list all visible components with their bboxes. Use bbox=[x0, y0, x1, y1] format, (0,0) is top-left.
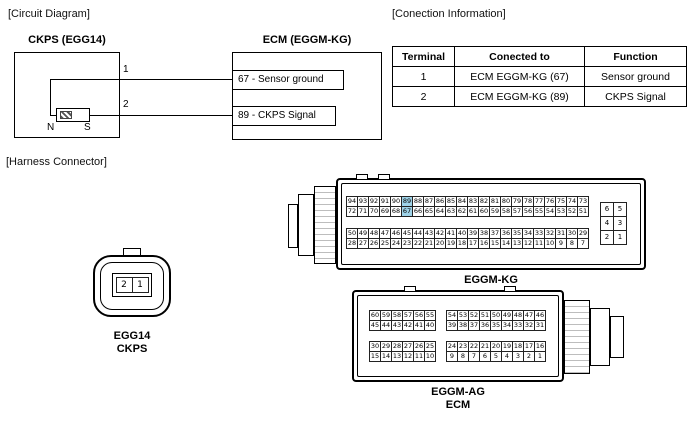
ecm-box bbox=[232, 52, 382, 140]
pin-10: 10 bbox=[424, 351, 436, 362]
pin-1: 1 bbox=[613, 230, 627, 245]
wire-1-number: 1 bbox=[123, 64, 129, 75]
south-pole-label: S bbox=[84, 122, 91, 133]
connection-table: Terminal Conected to Function 1 ECM EGGM… bbox=[392, 46, 687, 107]
egg14-type-label: CKPS bbox=[116, 343, 148, 355]
eggm-ag-bracket-ribbed bbox=[564, 300, 590, 374]
eggm-kg-bracket-flange bbox=[288, 204, 298, 248]
eggm-ag-top-notch bbox=[504, 286, 516, 292]
eggm-kg-name-label: EGGM-KG bbox=[464, 274, 518, 286]
ckps-magnet-symbol bbox=[60, 111, 72, 119]
eggm-kg-bracket-ribbed bbox=[314, 186, 336, 264]
pin-7: 7 bbox=[577, 238, 589, 249]
terminal-cell: 1 bbox=[392, 66, 455, 87]
connected-to-cell: ECM EGGM-KG (89) bbox=[454, 86, 585, 107]
eggm-ag-bracket-mid bbox=[590, 308, 610, 366]
pin-3: 3 bbox=[613, 216, 627, 231]
pin-4: 4 bbox=[600, 216, 614, 231]
pin-51: 51 bbox=[577, 206, 589, 217]
pin-6: 6 bbox=[600, 202, 614, 217]
table-row: 1 ECM EGGM-KG (67) Sensor ground bbox=[392, 66, 687, 87]
header-terminal: Terminal bbox=[392, 46, 455, 67]
circuit-diagram-section-label: [Circuit Diagram] bbox=[8, 8, 90, 20]
connection-information-section-label: [Conection Information] bbox=[392, 8, 506, 20]
wire-1-stub bbox=[50, 115, 58, 116]
ecm-pin-67-box: 67 - Sensor ground bbox=[232, 70, 344, 90]
eggm-kg-top-notch bbox=[356, 174, 368, 180]
eggm-ag-ecm-label: ECM bbox=[445, 399, 471, 411]
header-connected-to: Conected to bbox=[454, 46, 585, 67]
pin-31: 31 bbox=[534, 320, 546, 331]
ckps-connector-title: CKPS (EGG14) bbox=[28, 34, 106, 46]
eggm-ag-name-label: EGGM-AG bbox=[431, 386, 485, 398]
function-cell: Sensor ground bbox=[584, 66, 687, 87]
harness-connector-section-label: [Harness Connector] bbox=[6, 156, 107, 168]
connection-table-header-row: Terminal Conected to Function bbox=[392, 46, 687, 67]
pin-1: 1 bbox=[131, 277, 149, 293]
ckps-box bbox=[14, 52, 120, 138]
pin-2: 2 bbox=[600, 230, 614, 245]
pin-5: 5 bbox=[613, 202, 627, 217]
eggm-kg-bracket-mid bbox=[298, 194, 314, 256]
north-pole-label: N bbox=[47, 122, 55, 133]
wire-1-vertical bbox=[50, 79, 51, 116]
header-function: Function bbox=[584, 46, 687, 67]
eggm-ag-bracket-flange bbox=[610, 316, 624, 358]
eggm-ag-top-notch bbox=[404, 286, 416, 292]
pin-40: 40 bbox=[424, 320, 436, 331]
terminal-cell: 2 bbox=[392, 86, 455, 107]
pin-1: 1 bbox=[534, 351, 546, 362]
function-cell: CKPS Signal bbox=[584, 86, 687, 107]
pin-2: 2 bbox=[115, 277, 133, 293]
eggm-ag-inner bbox=[357, 295, 559, 377]
eggm-kg-top-notch bbox=[378, 174, 390, 180]
connected-to-cell: ECM EGGM-KG (67) bbox=[454, 66, 585, 87]
table-row: 2 ECM EGGM-KG (89) CKPS Signal bbox=[392, 86, 687, 107]
ecm-pin-89-box: 89 - CKPS Signal bbox=[232, 106, 336, 126]
wire-2-horizontal bbox=[90, 115, 232, 116]
ecm-connector-title: ECM (EGGM-KG) bbox=[262, 34, 352, 46]
wire-2-number: 2 bbox=[123, 99, 129, 110]
egg14-name-label: EGG14 bbox=[113, 330, 151, 342]
wire-1-horizontal bbox=[50, 79, 232, 80]
